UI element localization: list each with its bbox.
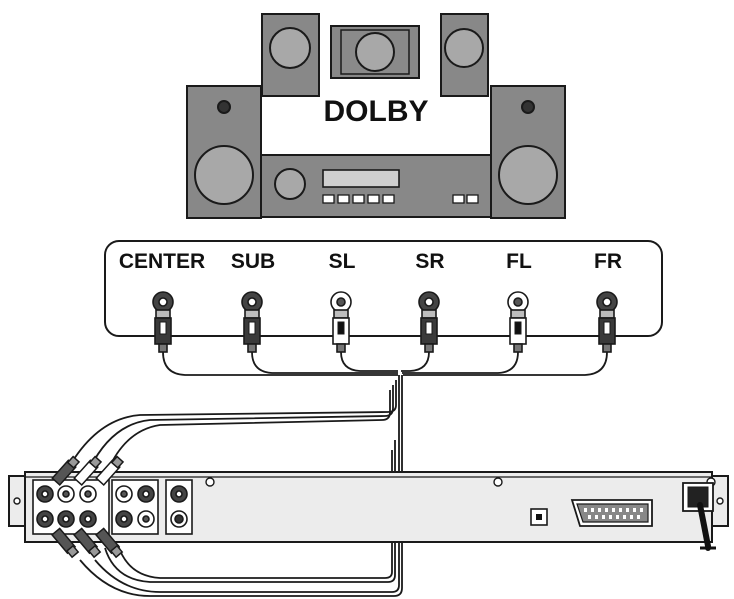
rear-left-speaker	[261, 13, 320, 97]
dvd-plug-1	[51, 455, 81, 486]
dvd-plug-3	[95, 455, 125, 486]
rear-right-speaker	[440, 13, 489, 97]
speaker-system	[186, 13, 566, 219]
rca-plug-fr	[596, 291, 618, 353]
cable-fl	[402, 351, 519, 374]
cable-sl	[340, 351, 398, 372]
rca-plug-sr	[418, 291, 440, 353]
front-right-speaker	[490, 85, 566, 219]
dvd-output-plugs	[50, 455, 125, 559]
input-label-sub: SUB	[231, 250, 275, 273]
input-label-center: CENTER	[119, 250, 205, 273]
cable-bundle-upper-1	[71, 380, 397, 463]
rca-plug-fl	[507, 291, 529, 353]
dvd-plug-4	[50, 527, 80, 559]
rca-plug-sub	[241, 291, 263, 353]
cable-center	[162, 351, 398, 376]
input-label-sl: SL	[329, 250, 356, 273]
amplifier-unit	[260, 154, 492, 218]
audio-output-jacks	[36, 485, 97, 528]
cable-sr	[401, 351, 430, 372]
brand-label: DOLBY	[324, 95, 429, 128]
input-label-sr: SR	[415, 250, 444, 273]
scart-connector	[570, 499, 653, 527]
cable-trunk-2	[79, 375, 403, 597]
dvd-player-rear-panel	[8, 471, 729, 551]
dvd-plug-5	[72, 527, 102, 559]
center-speaker	[330, 25, 420, 79]
video-output-jacks	[170, 485, 188, 528]
speaker-cables	[71, 351, 608, 597]
cable-bundle-upper-2	[89, 385, 394, 469]
dvd-plug-6	[94, 527, 124, 559]
cable-bundle-lower-2	[117, 450, 393, 579]
cable-trunk	[94, 375, 400, 593]
cable-fr	[403, 351, 608, 376]
input-label-fr: FR	[594, 250, 622, 273]
cable-bundle-upper-3	[107, 390, 391, 471]
input-label-fl: FL	[506, 250, 532, 273]
dvd-plug-2	[73, 455, 103, 486]
power-inlet	[682, 482, 714, 512]
rca-plug-sl	[330, 291, 352, 353]
power-cord	[697, 502, 711, 551]
rca-plug-center	[152, 291, 174, 353]
cable-bundle-lower-1	[104, 440, 396, 583]
rca-plugs	[152, 291, 618, 353]
cable-sub	[251, 351, 398, 374]
stereo-output-jacks	[115, 485, 155, 528]
front-left-speaker	[186, 85, 262, 219]
